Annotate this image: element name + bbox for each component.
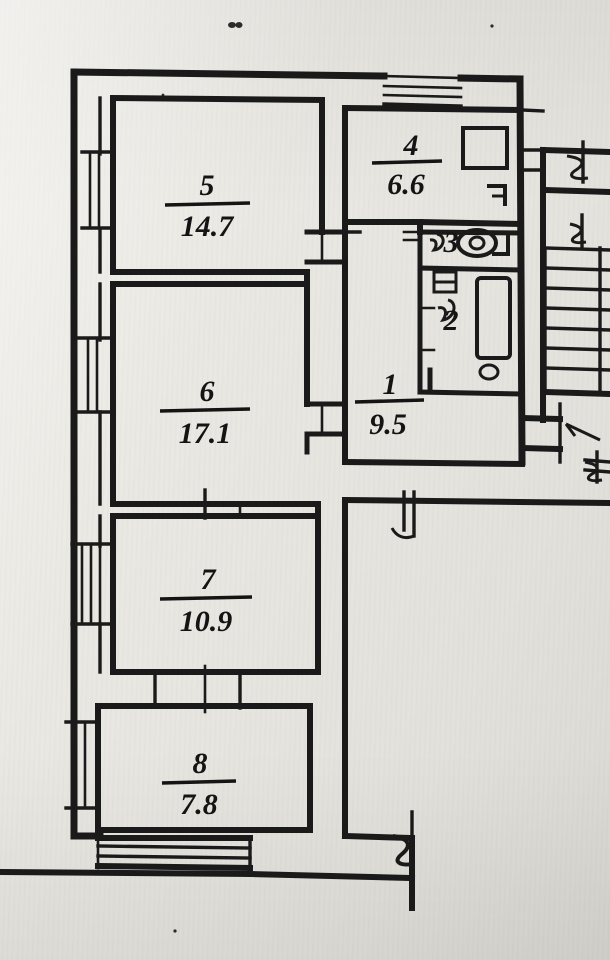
room-label-4: 4 6.6 — [371, 129, 443, 201]
room-label-2: 2 — [443, 304, 459, 337]
room-4-walls — [341, 104, 524, 228]
entry-landing-right — [518, 402, 610, 484]
speck-d — [173, 929, 177, 933]
room-6-walls — [98, 281, 321, 519]
room-1-walls — [341, 219, 526, 468]
room-6-area: 17.1 — [179, 417, 232, 450]
room-label-7: 7 10.9 — [159, 563, 253, 638]
balcony-bottom — [0, 835, 416, 882]
room-7-number: 7 — [201, 563, 217, 596]
room-1-area: 9.5 — [369, 408, 407, 441]
wash-basin-fixture — [478, 363, 500, 381]
room-2-walls — [417, 267, 523, 397]
window-room7-left — [70, 542, 115, 626]
room-label-8: 8 7.8 — [161, 747, 237, 821]
room-4-number: 4 — [403, 129, 419, 162]
break-symbol-upper-right — [566, 140, 589, 184]
door-bathroom — [418, 306, 436, 352]
room-1-number: 1 — [383, 368, 398, 401]
bathroom-washer-fixture — [432, 270, 458, 294]
room-2-number: 2 — [443, 304, 459, 337]
kitchen-counter-fixture — [461, 126, 509, 170]
speck-a — [490, 24, 494, 28]
door-room6-hall — [304, 401, 348, 455]
room-5-area: 14.7 — [181, 210, 235, 243]
bathtub-fixture — [475, 276, 512, 360]
room-8-number: 8 — [193, 747, 208, 780]
door-swing-bathroom-icon — [437, 298, 456, 323]
room-3-number: 3 — [443, 226, 459, 259]
window-room6-left — [76, 336, 115, 414]
wall-connector-top-right — [518, 108, 545, 172]
room-4-area: 6.6 — [387, 168, 425, 201]
door-swing-toilet-icon — [429, 232, 445, 252]
door-room5-hall — [304, 229, 348, 265]
room-label-5: 5 14.7 — [164, 169, 251, 243]
room-8-area: 7.8 — [180, 788, 218, 821]
kitchen-sink-fixture — [487, 184, 507, 206]
window-room5-left — [80, 150, 115, 230]
room-label-3: 3 — [443, 226, 459, 259]
room-6-number: 6 — [200, 375, 215, 408]
lower-corridor-walls — [341, 490, 610, 911]
room-7-walls — [98, 488, 321, 675]
stray-ink-mark — [228, 22, 243, 28]
room-label-6: 6 17.1 — [159, 375, 251, 450]
break-symbol-mid-right — [569, 213, 587, 250]
room-7-area: 10.9 — [180, 605, 233, 638]
staircase-right — [539, 146, 610, 423]
window-room8-left — [64, 720, 100, 810]
room-5-walls — [98, 94, 326, 287]
door-toilet — [402, 230, 422, 242]
window-kitchen-top — [382, 74, 463, 108]
section-break-bottom — [392, 810, 415, 910]
room-label-1: 1 9.5 — [354, 368, 425, 441]
room-5-number: 5 — [200, 169, 215, 202]
exterior-walls — [70, 68, 526, 840]
toilet-wc-fixture — [456, 228, 510, 258]
